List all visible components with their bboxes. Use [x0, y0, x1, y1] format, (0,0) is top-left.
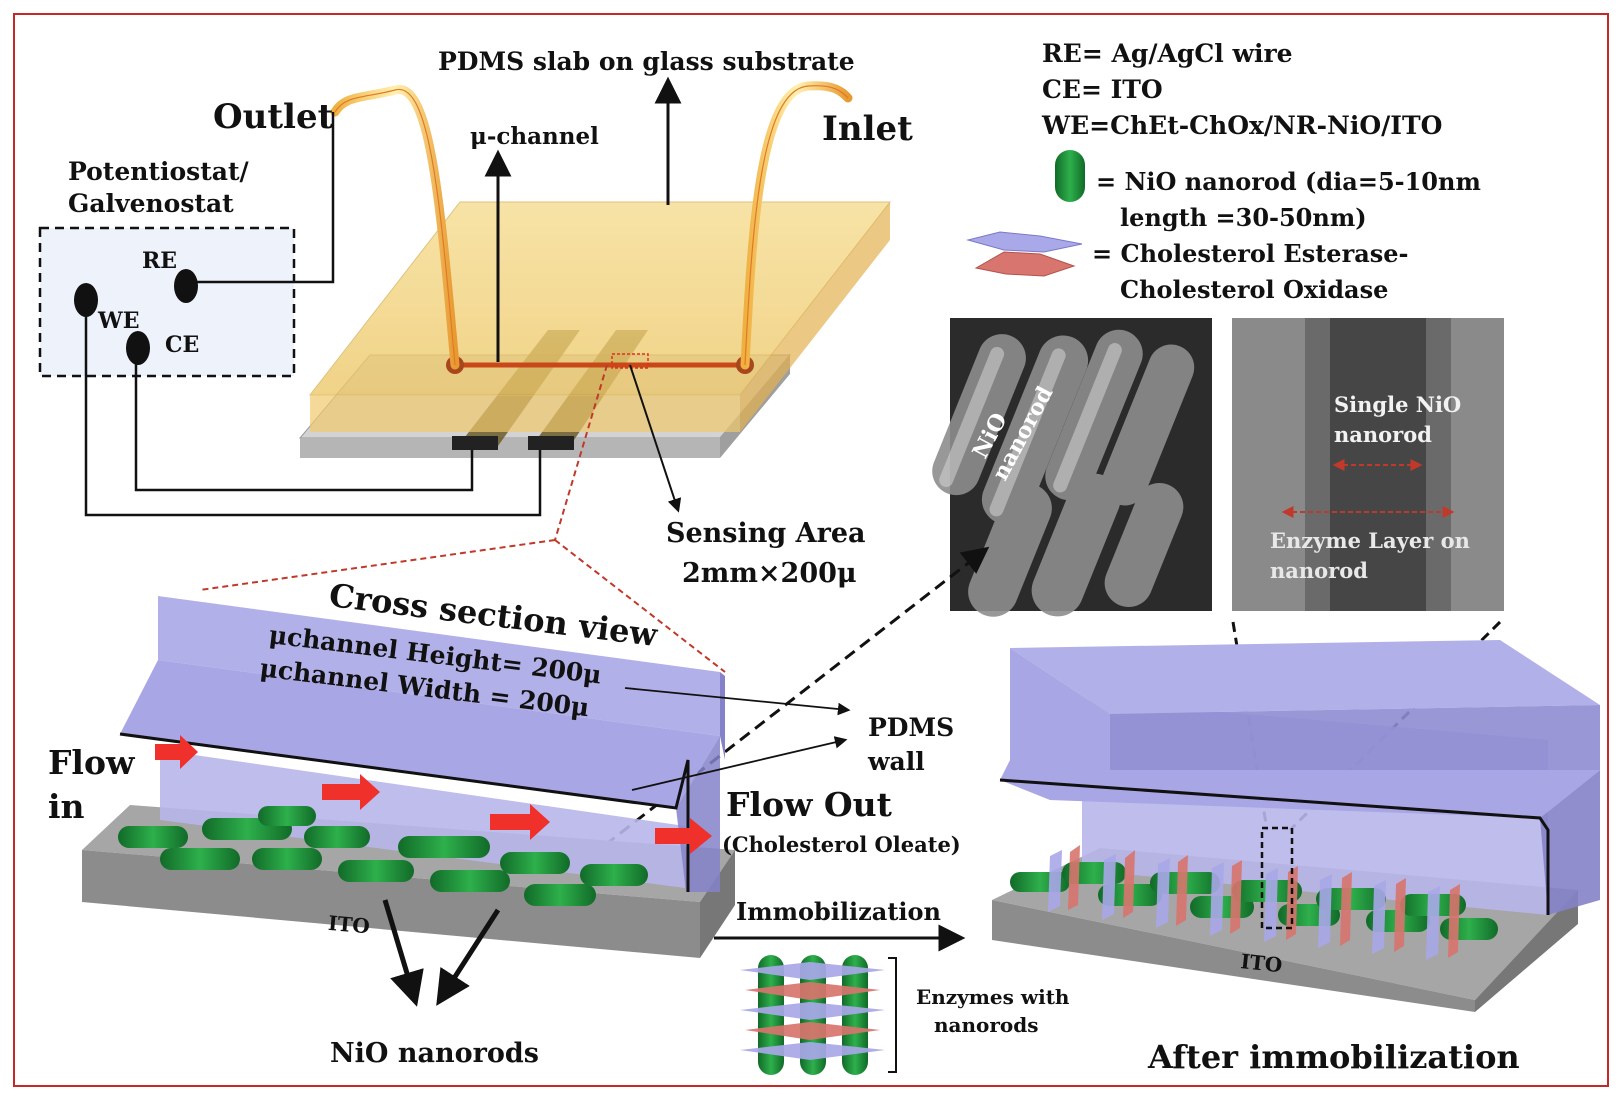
- legend-we-definition: WE=ChEt-ChOx/NR-NiO/ITO: [1041, 111, 1442, 140]
- legend-enzyme-line2: Cholesterol Oxidase: [1120, 275, 1388, 304]
- legend-ce-definition: CE= ITO: [1042, 75, 1163, 104]
- legend-re-definition: RE= Ag/AgCl wire: [1042, 39, 1293, 68]
- nanorods-arrow-right: [436, 908, 501, 1006]
- nanorod-bed: [118, 806, 648, 906]
- we-label: WE: [97, 308, 139, 334]
- re-terminal: [174, 269, 198, 303]
- re-wire: [190, 112, 335, 284]
- tem-label-line1: Single NiO: [1334, 392, 1461, 417]
- pdms-wall-label-1: PDMS: [868, 713, 954, 742]
- cross-section-view: [82, 596, 851, 1007]
- after-immobilization-label: After immobilization: [1147, 1038, 1520, 1076]
- legend-nanorod-line2: length =30-50nm): [1120, 203, 1367, 232]
- legend-nanorod-line1: = NiO nanorod (dia=5-10nm: [1096, 167, 1481, 196]
- figure-frame: [13, 13, 1609, 1087]
- immobilized-layer: [1010, 845, 1498, 960]
- tem-micrograph: [1232, 318, 1504, 611]
- electrode-pad-ce: [528, 436, 574, 450]
- sem-callout-line: [559, 546, 990, 882]
- ce-wire: [134, 362, 474, 492]
- flow-out-sublabel: (Cholesterol Oleate): [722, 832, 961, 857]
- slab-label: PDMS slab on glass substrate: [438, 47, 855, 76]
- we-terminal: [74, 283, 98, 317]
- nio-nanorods-label: NiO nanorods: [330, 1038, 539, 1069]
- sem-micrograph: [932, 318, 1212, 617]
- nanorods-arrow-left: [382, 899, 424, 1007]
- legend-enzyme-line1: = Cholesterol Esterase-: [1092, 239, 1409, 268]
- channel-label: μ-channel: [470, 123, 599, 150]
- microfluidic-device: [298, 76, 892, 513]
- pdms-wall-top: [158, 596, 720, 736]
- immobilization-label: Immobilization: [736, 897, 941, 926]
- zoom-line: [554, 364, 608, 541]
- pdms-wall-label-2: wall: [867, 747, 925, 776]
- tem-label-line2: nanorod: [1334, 422, 1432, 447]
- flow-in-label-1: Flow: [48, 743, 136, 782]
- tem-label-line3: Enzyme Layer on: [1270, 528, 1470, 553]
- enzymes-label-2: nanorods: [934, 1013, 1039, 1037]
- ce-label: CE: [165, 332, 199, 358]
- re-label: RE: [142, 248, 177, 274]
- nanorod-legend-icon: [1055, 150, 1085, 202]
- flow-in-label-2: in: [48, 787, 85, 826]
- electrode-pad-we: [452, 436, 498, 450]
- enzymes-label-1: Enzymes with: [916, 985, 1070, 1009]
- outlet-label: Outlet: [213, 97, 334, 137]
- potentiostat: [38, 112, 542, 517]
- zoom-box: [1260, 826, 1294, 930]
- sensing-area-label: Sensing Area: [666, 518, 866, 549]
- ito-label-left: ITO: [327, 911, 371, 939]
- tem-label-line4: nanorod: [1270, 558, 1368, 583]
- flow-out-label: Flow Out: [726, 785, 893, 824]
- after-immobilization-view: [992, 640, 1600, 1012]
- inlet-label: Inlet: [822, 109, 913, 149]
- enzyme-legend-icon: [966, 231, 1083, 277]
- ce-terminal: [126, 331, 150, 365]
- potentiostat-label-2: Galvenostat: [68, 189, 234, 218]
- enzyme-nanorod-assembly: [740, 955, 897, 1075]
- ito-label-right: ITO: [1239, 949, 1283, 977]
- zoom-line-right: [554, 539, 726, 673]
- potentiostat-label-1: Potentiostat/: [68, 157, 250, 186]
- ito-front: [82, 850, 700, 958]
- flow-arrows: [155, 735, 712, 854]
- sensing-area-size: 2mm×200μ: [682, 558, 857, 589]
- we-wire: [84, 312, 542, 517]
- sensing-area-arrow: [629, 364, 682, 513]
